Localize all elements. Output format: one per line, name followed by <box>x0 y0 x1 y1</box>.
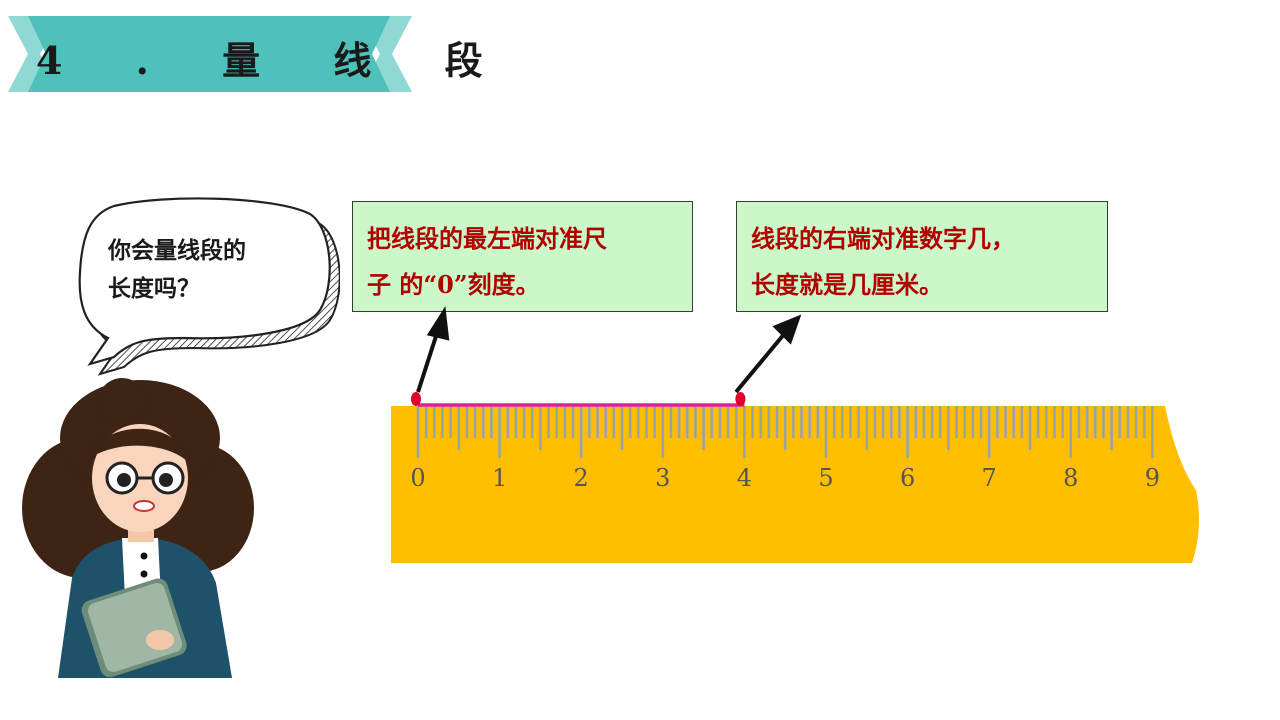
ruler-label: 2 <box>574 464 589 492</box>
arrow-icon <box>416 306 802 394</box>
teacher-illustration-icon <box>22 378 254 678</box>
ruler-label: 3 <box>655 464 670 492</box>
ruler-labels: 0 1 2 3 4 5 6 7 8 9 <box>410 464 1160 492</box>
segment-end-point <box>735 392 746 406</box>
note-1-line-1: 把线段的最左端对准尺 <box>367 224 607 253</box>
page-title: 4 . 量 线 段 <box>36 38 513 83</box>
ruler-label: 1 <box>492 464 507 492</box>
note-2-line-2: 长度就是几厘米。 <box>751 270 943 299</box>
speech-bubble <box>78 197 340 376</box>
note-1-line-2: 子 的“0”刻度。 <box>367 270 540 299</box>
title-banner <box>8 16 412 92</box>
ruler-label: 0 <box>410 464 425 492</box>
bubble-line-1: 你会量线段的 <box>108 237 246 264</box>
ruler-ticks <box>416 406 1154 458</box>
bubble-line-2: 长度吗？ <box>108 275 200 302</box>
note-2-line-1: 线段的右端对准数字几， <box>751 224 1015 253</box>
segment-start-point <box>411 392 421 406</box>
ruler-label: 6 <box>900 464 915 492</box>
ruler-label: 5 <box>818 464 833 492</box>
ruler-label: 4 <box>737 464 752 492</box>
note-right-end: 线段的右端对准数字几， 长度就是几厘米。 <box>736 201 1108 312</box>
note-left-end: 把线段的最左端对准尺 子 的“0”刻度。 <box>352 201 693 312</box>
ruler-body <box>391 406 1199 563</box>
ruler-label: 7 <box>982 464 997 492</box>
ruler-label: 9 <box>1145 464 1160 492</box>
speech-bubble-text: 你会量线段的 长度吗？ <box>108 232 318 308</box>
ruler-label: 8 <box>1063 464 1078 492</box>
